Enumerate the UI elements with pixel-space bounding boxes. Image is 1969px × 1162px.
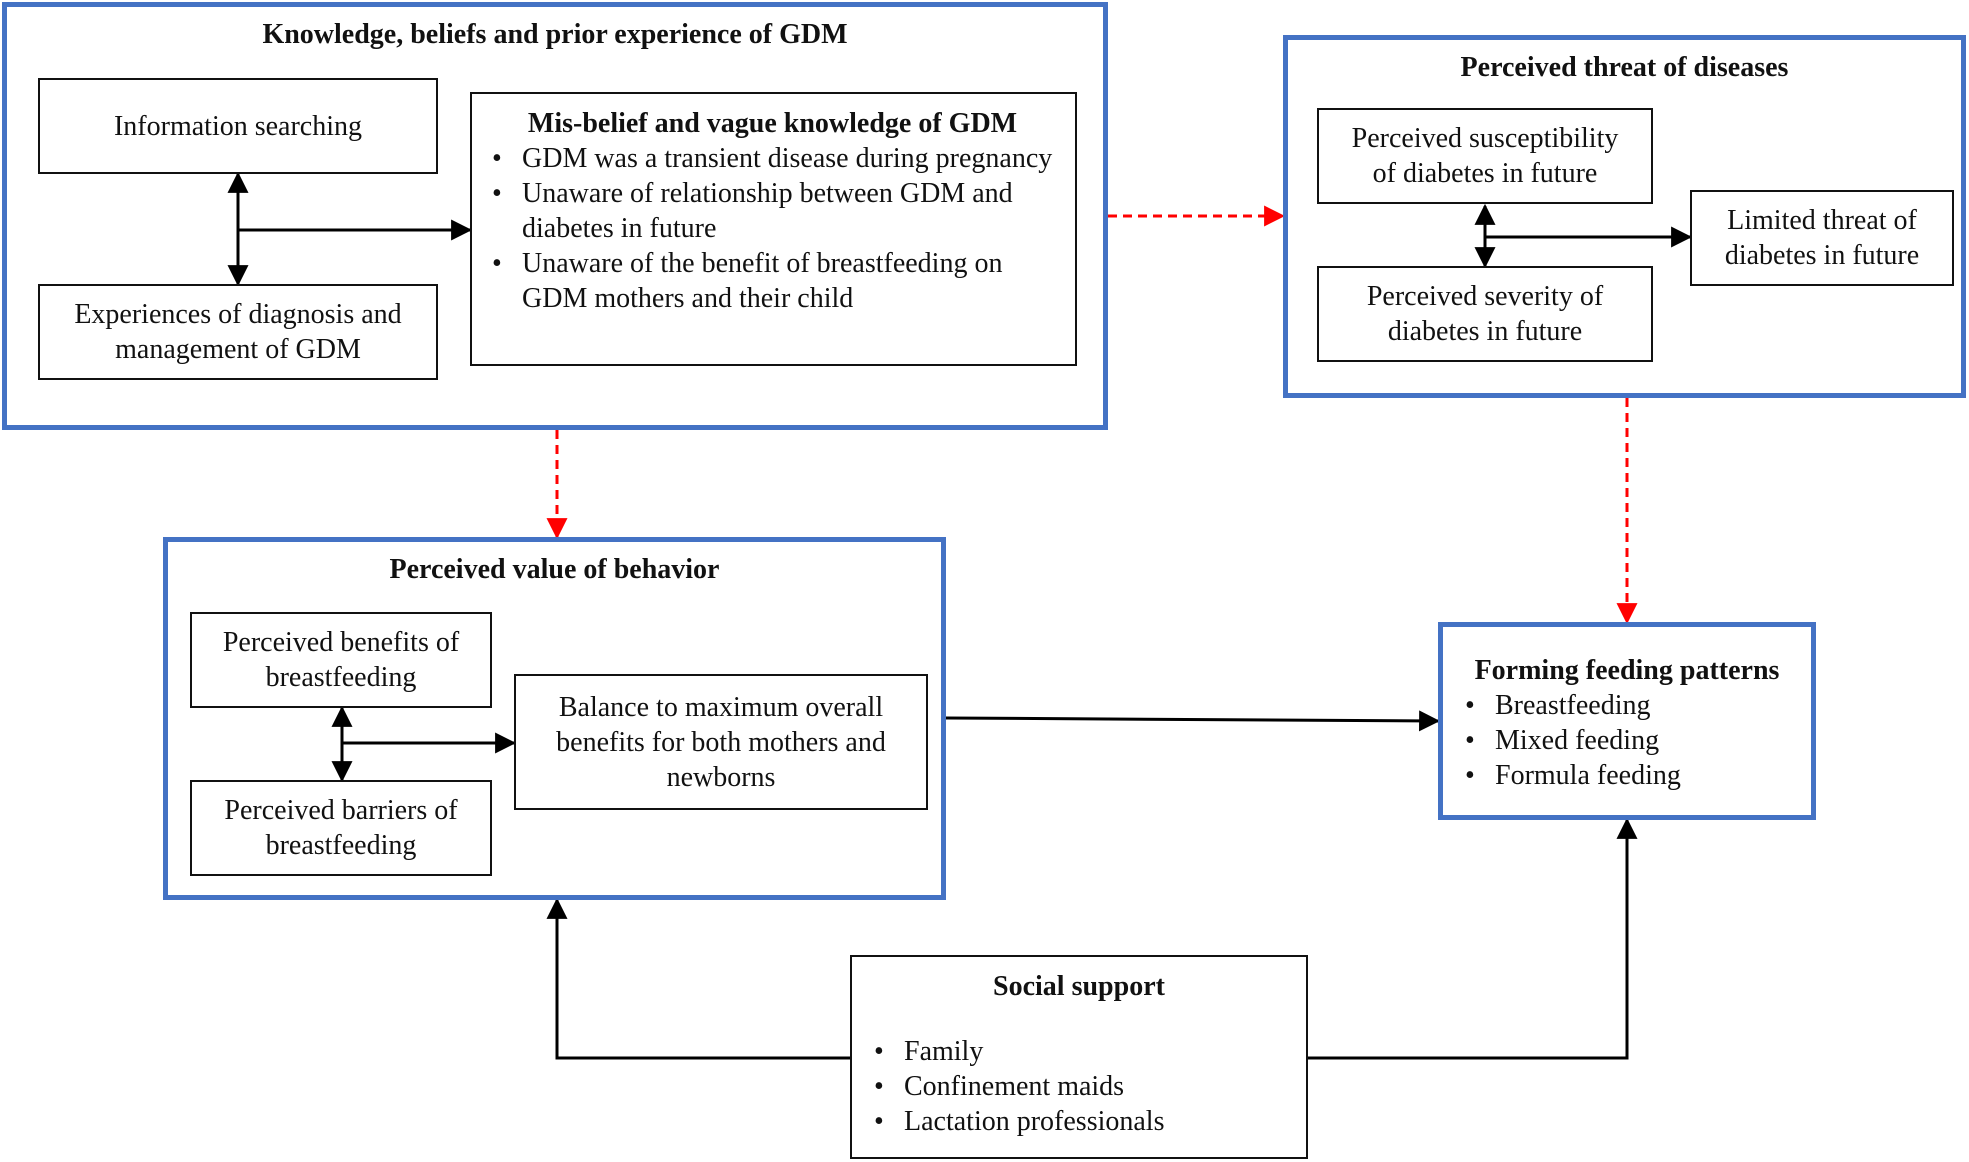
group-title-threat: Perceived threat of diseases (1460, 52, 1789, 83)
feeding-item: Breastfeeding (1459, 688, 1795, 723)
text-perceived-barriers: Perceived barriers of breastfeeding (224, 795, 458, 861)
feeding-list: Breastfeeding Mixed feeding Formula feed… (1459, 688, 1795, 793)
misbelief-item: Unaware of relationship between GDM and … (486, 176, 1059, 246)
group-title-knowledge: Knowledge, beliefs and prior experience … (262, 19, 848, 50)
box-misbelief-knowledge: Mis-belief and vague knowledge of GDM GD… (470, 92, 1077, 366)
box-information-searching: Information searching (38, 78, 438, 174)
misbelief-item: GDM was a transient disease during pregn… (486, 141, 1059, 176)
text-perceived-severity: Perceived severity of diabetes in future (1366, 281, 1604, 347)
box-perceived-barriers: Perceived barriers of breastfeeding (190, 780, 492, 876)
text-experiences-diagnosis: Experiences of diagnosis and management … (74, 299, 402, 365)
arrow-social-to-value (546, 897, 850, 1060)
box-perceived-benefits: Perceived benefits of breastfeeding (190, 612, 492, 708)
arrow-value-to-feeding (945, 710, 1441, 732)
misbelief-item: Unaware of the benefit of breastfeeding … (486, 246, 1059, 316)
group-perceived-threat: Perceived threat of diseases (1283, 35, 1966, 398)
feeding-item: Formula feeding (1459, 758, 1795, 793)
text-perceived-benefits: Perceived benefits of breastfeeding (222, 627, 460, 693)
social-support-item: Confinement maids (868, 1069, 1290, 1104)
group-title-value: Perceived value of behavior (389, 554, 720, 585)
misbelief-title: Mis-belief and vague knowledge of GDM (527, 108, 1018, 139)
social-support-title: Social support (993, 971, 1165, 1002)
arrow-social-to-feeding (1308, 817, 1638, 1060)
box-balance-benefits: Balance to maximum overall benefits for … (514, 674, 928, 810)
box-experiences-diagnosis: Experiences of diagnosis and management … (38, 284, 438, 380)
social-support-item: Lactation professionals (868, 1104, 1290, 1139)
box-perceived-severity: Perceived severity of diabetes in future (1317, 266, 1653, 362)
box-limited-threat: Limited threat of diabetes in future (1690, 190, 1954, 286)
text-information-searching: Information searching (113, 110, 363, 142)
group-feeding-patterns: Forming feeding patterns Breastfeeding M… (1438, 622, 1816, 820)
box-perceived-susceptibility: Perceived susceptibility of diabetes in … (1317, 108, 1653, 204)
text-balance-benefits: Balance to maximum overall benefits for … (556, 691, 886, 793)
text-perceived-susceptibility: Perceived susceptibility of diabetes in … (1351, 123, 1619, 189)
text-limited-threat: Limited threat of diabetes in future (1724, 205, 1920, 271)
group-knowledge-beliefs: Knowledge, beliefs and prior experience … (2, 2, 1108, 430)
social-support-item: Family (868, 1034, 1290, 1069)
group-perceived-value: Perceived value of behavior (163, 537, 946, 900)
feeding-title: Forming feeding patterns (1474, 655, 1780, 686)
misbelief-list: GDM was a transient disease during pregn… (486, 141, 1059, 316)
social-support-list: Family Confinement maids Lactation profe… (868, 1034, 1290, 1139)
box-social-support: Social support Family Confinement maids … (850, 955, 1308, 1159)
feeding-item: Mixed feeding (1459, 723, 1795, 758)
